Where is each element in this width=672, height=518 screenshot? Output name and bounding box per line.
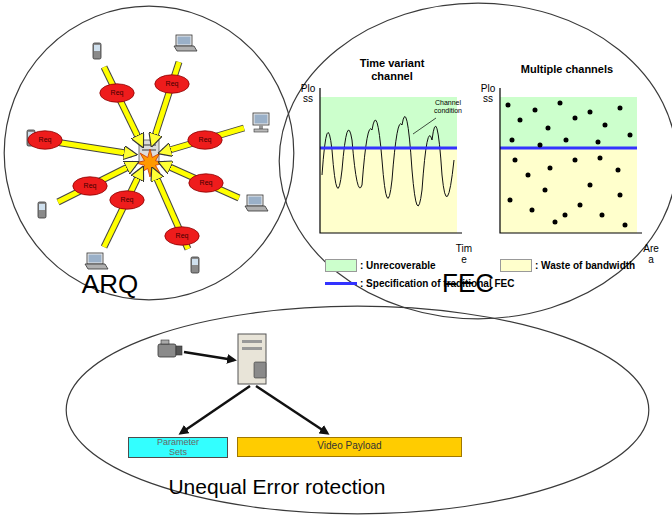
request-bubble-shape bbox=[110, 191, 144, 209]
node-text: Req bbox=[72, 176, 108, 196]
legend-swatch bbox=[500, 259, 532, 272]
phone-icon bbox=[191, 257, 199, 273]
parameter-box: Parameter Sets bbox=[128, 437, 228, 458]
leader-line bbox=[413, 118, 436, 134]
legend-text: : Specification of traditional FEC bbox=[360, 277, 514, 290]
arrow-outline bbox=[163, 128, 244, 152]
server-slot bbox=[142, 144, 156, 146]
request-arrows bbox=[49, 62, 244, 249]
node-text: Req bbox=[187, 130, 223, 150]
request-bubble: Req bbox=[99, 83, 135, 103]
request-bubble: Req bbox=[27, 130, 63, 150]
section-circle: ARQReqReqReqReqReqReqReqReq bbox=[3, 5, 295, 301]
node-text: Video Payload bbox=[237, 437, 462, 455]
annotation: Channel condition bbox=[428, 99, 468, 115]
axis-label: Ploss bbox=[299, 84, 317, 104]
wasted-region bbox=[500, 148, 637, 233]
camera-top bbox=[161, 340, 169, 344]
request-arrow bbox=[163, 164, 239, 198]
section-ellipse-shape bbox=[66, 306, 649, 514]
section-circle: FEC bbox=[278, 2, 672, 320]
request-bubble: Req bbox=[188, 173, 224, 193]
legend-line-sample bbox=[325, 277, 357, 290]
fec-spec-line bbox=[500, 147, 637, 150]
server-icon bbox=[238, 334, 266, 384]
request-bubble-shape bbox=[73, 177, 107, 195]
request-bubble: Req bbox=[72, 176, 108, 196]
legend-text: : Waste of bandwidth bbox=[535, 259, 635, 272]
laptop-icon bbox=[85, 253, 108, 269]
channel-dots bbox=[506, 101, 633, 228]
server-slot bbox=[142, 149, 156, 151]
channel-curve bbox=[322, 116, 454, 206]
axis-label: Time bbox=[455, 243, 473, 265]
section-ellipse: Unequal Error rotection Parameter Sets Vid… bbox=[65, 305, 650, 515]
node-text: Req bbox=[109, 190, 145, 210]
request-bubble-shape bbox=[189, 174, 223, 192]
phone-icon bbox=[38, 202, 46, 218]
request-bubble: Req bbox=[109, 190, 145, 210]
legend-line bbox=[325, 282, 357, 285]
request-bubble: Req bbox=[187, 130, 223, 150]
flow-arrow bbox=[184, 352, 234, 360]
node-text: Req bbox=[99, 83, 135, 103]
chart-title: Time variant channel bbox=[352, 57, 432, 83]
request-arrow bbox=[163, 128, 244, 152]
request-bubble-shape bbox=[100, 84, 134, 102]
request-arrow bbox=[153, 62, 179, 142]
desktop-icon bbox=[253, 113, 269, 132]
node-text: Req bbox=[154, 74, 190, 94]
node-text: Req bbox=[27, 130, 63, 150]
server-slot bbox=[242, 347, 262, 350]
node-text: Unequal Error rotection bbox=[127, 474, 427, 500]
arrow-outline bbox=[104, 67, 141, 143]
legend-swatch bbox=[325, 259, 357, 272]
legend-text: : Unrecoverable bbox=[360, 259, 436, 272]
node-text: Parameter Sets bbox=[153, 438, 203, 457]
laptop-icon bbox=[245, 195, 268, 211]
request-arrow bbox=[104, 67, 141, 143]
request-bubble-shape bbox=[155, 75, 189, 93]
phone-icon bbox=[93, 43, 101, 59]
server-slot bbox=[242, 340, 262, 343]
axis-label: Area bbox=[642, 243, 660, 265]
arrow-outline bbox=[153, 62, 179, 142]
request-bubble: Req bbox=[154, 74, 190, 94]
laptop-icon bbox=[174, 35, 197, 51]
request-bubble: Req bbox=[164, 226, 200, 246]
section-circle-shape bbox=[279, 3, 672, 319]
chart-axes bbox=[500, 88, 642, 233]
node-text: ARQ bbox=[60, 269, 160, 299]
request-bubble-shape bbox=[165, 227, 199, 245]
flow-arrow bbox=[256, 386, 327, 433]
request-bubble-shape bbox=[188, 131, 222, 149]
fec-spec-line bbox=[320, 147, 457, 150]
unrecoverable-region bbox=[500, 97, 637, 148]
axis-label: Ploss bbox=[479, 84, 497, 104]
section-circle-outline bbox=[3, 5, 295, 301]
flow-arrow bbox=[181, 386, 250, 433]
section-circle-shape bbox=[4, 6, 294, 300]
node-text: Req bbox=[164, 226, 200, 246]
arrow-outline bbox=[163, 164, 239, 198]
camera-icon bbox=[158, 344, 176, 357]
node-text: Req bbox=[188, 173, 224, 193]
wasted-region bbox=[320, 148, 457, 233]
device-icon bbox=[254, 362, 266, 378]
payload-box: Video Payload bbox=[237, 437, 462, 457]
request-bubble-shape bbox=[28, 131, 62, 149]
camera-lens bbox=[176, 346, 182, 355]
chart-title: Multiple channels bbox=[507, 63, 627, 76]
